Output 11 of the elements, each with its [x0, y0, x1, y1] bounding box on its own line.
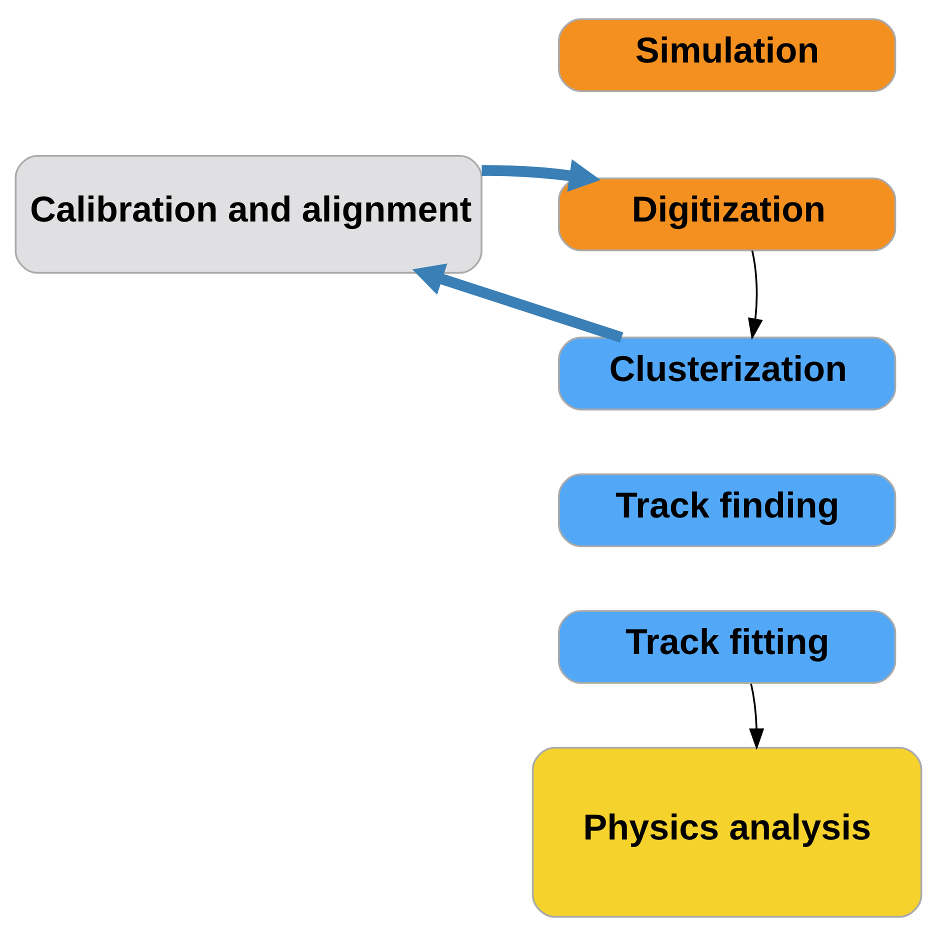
- arrow: [748, 250, 763, 340]
- node-box: Physics analysis: [532, 746, 922, 918]
- node-box: Clusterization: [558, 336, 896, 410]
- arrow: [749, 683, 764, 750]
- node-box: Digitization: [558, 176, 896, 251]
- node-box: Track finding: [558, 472, 896, 547]
- node-box: Calibration and alignment: [14, 154, 482, 274]
- node-box: Track fitting: [558, 610, 896, 684]
- arrow: [482, 158, 601, 192]
- node-box: Simulation: [558, 18, 896, 92]
- arrow: [412, 262, 624, 342]
